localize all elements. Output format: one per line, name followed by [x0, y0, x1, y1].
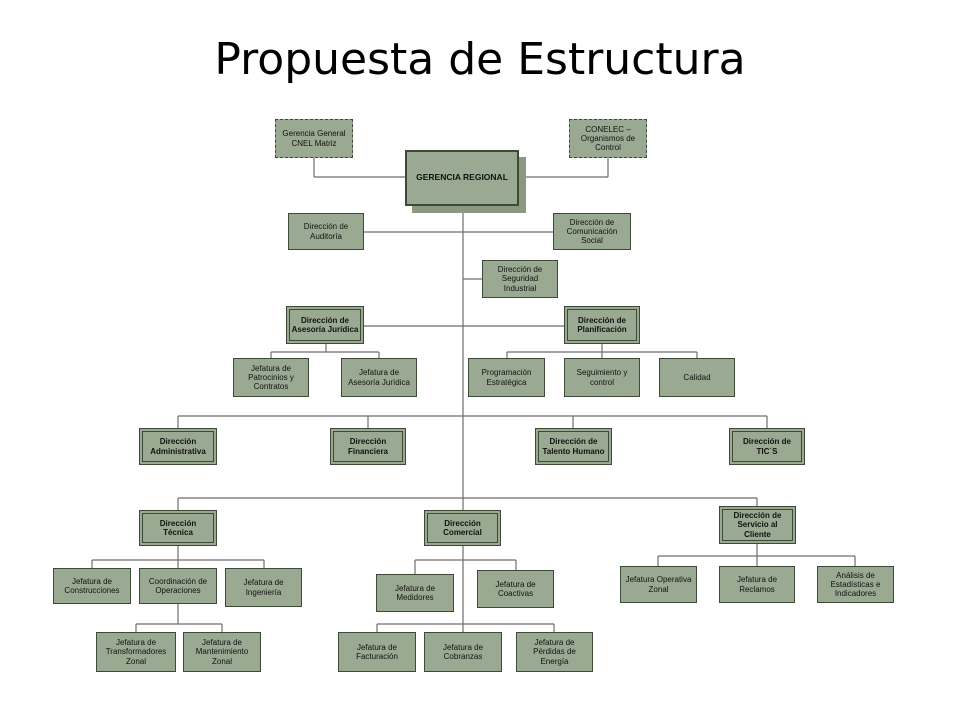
node-direccion-seguridad-industrial: Dirección de Seguridad Industrial	[482, 260, 558, 298]
node-label: Dirección de Auditoría	[303, 222, 349, 241]
node-jefatura-medidores: Jefatura de Medidores	[376, 574, 454, 612]
node-jefatura-construcciones: Jefatura de Construcciones	[53, 568, 131, 604]
node-label: Coordinación de Operaciones	[148, 576, 208, 595]
node-direccion-servicio-cliente: Dirección de Servicio al Cliente	[719, 506, 796, 544]
slide-title: Propuesta de Estructura	[214, 34, 746, 85]
node-label: Dirección de Asesoría Jurídica	[291, 315, 359, 334]
node-direccion-administrativa: Dirección Administrativa	[139, 428, 217, 465]
node-label: Jefatura de Reclamos	[736, 575, 778, 594]
node-label: Dirección de TIC´S	[742, 437, 791, 456]
node-label: Análisis de Estadísticas e Indicadores	[830, 570, 881, 599]
node-label: Dirección de Talento Humano	[542, 437, 605, 456]
node-label: Dirección de Planificación	[577, 315, 627, 334]
node-label: Dirección Administrativa	[150, 437, 206, 456]
node-label: Jefatura de Construcciones	[64, 576, 120, 595]
node-gerencia-regional: GERENCIA REGIONAL	[405, 150, 519, 206]
node-jefatura-ingenieria: Jefatura de Ingeniería	[225, 568, 302, 607]
node-jefatura-mantenimiento: Jefatura de Mantenimiento Zonal	[183, 632, 261, 672]
node-direccion-talento-humano: Dirección de Talento Humano	[535, 428, 612, 465]
node-label: Dirección de Comunicación Social	[566, 217, 618, 246]
node-direccion-asesoria-juridica: Dirección de Asesoría Jurídica	[286, 306, 364, 344]
node-jefatura-asesoria-juridica: Jefatura de Asesoría Jurídica	[341, 358, 417, 397]
node-label: Dirección Financiera	[347, 437, 388, 456]
node-jefatura-operativa-zonal: Jefatura Operativa Zonal	[620, 566, 697, 603]
node-jefatura-patrocinios: Jefatura de Patrocinios y Contratos	[233, 358, 309, 397]
node-label: Dirección de Servicio al Cliente	[733, 511, 782, 539]
node-label: Jefatura de Transformadores Zonal	[105, 638, 167, 666]
node-label: Dirección Técnica	[159, 518, 197, 537]
node-label: Seguimiento y control	[576, 368, 628, 387]
node-direccion-financiera: Dirección Financiera	[330, 428, 406, 465]
node-label: Jefatura de Ingeniería	[243, 578, 284, 597]
node-direccion-tecnica: Dirección Técnica	[139, 510, 217, 546]
node-label: Gerencia General CNEL Matriz	[282, 129, 346, 148]
node-calidad: Calidad	[659, 358, 735, 397]
node-label: GERENCIA REGIONAL	[416, 172, 508, 183]
node-coordinacion-operaciones: Coordinación de Operaciones	[139, 568, 217, 604]
node-label: Jefatura de Mantenimiento Zonal	[195, 638, 249, 666]
node-label: Dirección de Seguridad Industrial	[497, 265, 543, 293]
node-programacion-estrategica: Programación Estratégica	[468, 358, 545, 397]
node-label: Calidad	[683, 372, 711, 382]
node-label: Jefatura de Patrocinios y Contratos	[248, 363, 294, 392]
node-label: Jefatura de Asesoría Jurídica	[348, 368, 410, 387]
node-direccion-comunicacion-social: Dirección de Comunicación Social	[553, 213, 631, 250]
node-conelec: CONELEC – Organismos de Control	[569, 119, 647, 158]
node-jefatura-transformadores: Jefatura de Transformadores Zonal	[96, 632, 176, 672]
node-direccion-planificacion: Dirección de Planificación	[564, 306, 640, 344]
node-jefatura-perdidas: Jefatura de Pérdidas de Energía	[516, 632, 593, 672]
node-gerencia-general: Gerencia General CNEL Matriz	[275, 119, 353, 158]
node-jefatura-cobranzas: Jefatura de Cobranzas	[424, 632, 502, 672]
node-label: CONELEC – Organismos de Control	[580, 124, 636, 153]
node-seguimiento-control: Seguimiento y control	[564, 358, 640, 397]
node-jefatura-facturacion: Jefatura de Facturación	[338, 632, 416, 672]
node-label: Jefatura de Pérdidas de Energía	[533, 638, 576, 666]
node-label: Programación Estratégica	[481, 368, 532, 387]
node-label: Dirección Comercial	[443, 518, 482, 537]
node-analisis-estadisticas: Análisis de Estadísticas e Indicadores	[817, 566, 894, 603]
node-label: Jefatura de Medidores	[394, 583, 436, 602]
node-label: Jefatura de Coactivas	[495, 579, 536, 598]
node-jefatura-coactivas: Jefatura de Coactivas	[477, 570, 554, 608]
node-direccion-tics: Dirección de TIC´S	[729, 428, 805, 465]
node-direccion-comercial: Dirección Comercial	[424, 510, 501, 546]
node-label: Jefatura de Facturación	[356, 642, 398, 661]
node-jefatura-reclamos: Jefatura de Reclamos	[719, 566, 795, 603]
node-label: Jefatura Operativa Zonal	[625, 575, 692, 594]
node-label: Jefatura de Cobranzas	[442, 642, 484, 661]
node-direccion-auditoria: Dirección de Auditoría	[288, 213, 364, 250]
